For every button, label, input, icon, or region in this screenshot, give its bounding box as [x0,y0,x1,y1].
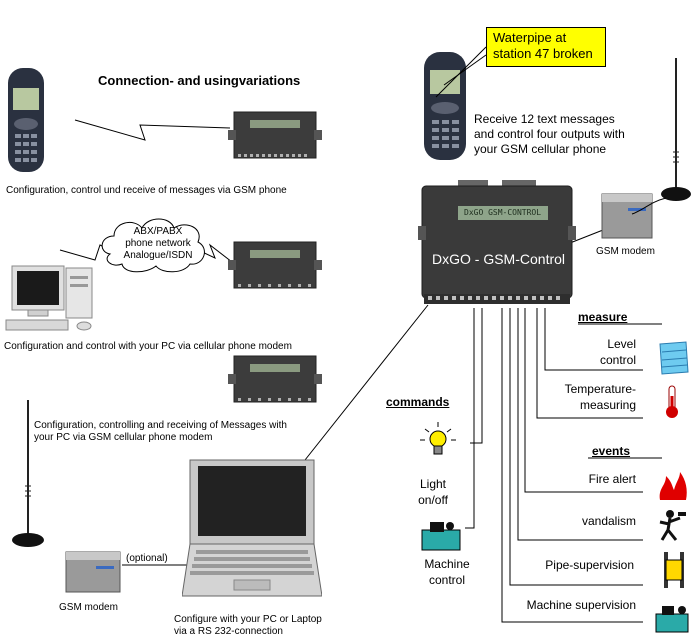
caption-pc-gsm-2: your PC via GSM cellular phone modem [34,432,213,443]
receive-text-2: and control four outputs with [474,127,625,141]
level-control-line-2: control [599,353,636,367]
laptop-icon [182,459,322,597]
machine-control-line-2: control [428,573,466,587]
antenna-icon-right [661,58,691,201]
receive-text-1: Receive 12 text messages [474,112,615,126]
caption-pc-modem: Configuration and control with your PC v… [4,341,292,352]
message-callout: Waterpipe at station 47 broken [486,27,606,67]
section-measure: measure [578,310,628,324]
callout-pointer [435,46,487,98]
machine-supervision-label: Machine supervision [526,598,636,612]
level-control-label: Level control [560,336,636,368]
temperature-label: Temperature- measuring [540,381,636,413]
receive-text-3: your GSM cellular phone [474,142,607,156]
main-device-label: DxGO - GSM-Control [432,251,566,267]
thermometer-icon [666,385,678,418]
light-line-2: on/off [418,493,448,507]
fire-alert-label: Fire alert [588,472,636,486]
optional-label: (optional) [126,553,168,564]
light-bulb-icon [420,422,456,455]
small-control-device-2 [228,241,322,289]
main-device-lcd: DxGO GSM-CONTROL [464,208,542,217]
section-events: events [592,444,631,458]
antenna-cable [631,197,667,215]
phone-network-cloud [101,218,205,273]
fire-icon [659,472,687,500]
desktop-pc-icon [5,265,93,331]
vandalism-icon [659,510,686,541]
gsm-modem-icon [65,551,121,593]
level-control-line-1: Level [607,337,636,351]
caption-pc-gsm-1: Configuration, controlling and receiving… [34,420,287,431]
gsm-modem-label: GSM modem [596,246,655,257]
pipe-supervision-label: Pipe-supervision [545,558,634,572]
small-control-device [228,111,322,159]
light-line-1: Light [419,477,447,491]
gsm-modem-icon-right [601,193,653,239]
machine-icon [421,522,461,551]
mobile-phone-icon [8,68,44,172]
cloud-label-2: phone network [125,238,191,249]
callout-line-1: Waterpipe at [493,30,567,45]
caption-gsm-phone: Configuration, control und receive of me… [6,185,287,196]
gsm-modem-label-bottom: GSM modem [59,602,118,613]
temperature-line-2: measuring [579,398,636,412]
pipe-icon [664,552,684,588]
caption-laptop-2: via a RS 232-connection [174,626,283,637]
vandalism-label: vandalism [581,514,636,528]
page-title: Connection- and usingvariations [98,73,301,88]
water-level-icon [659,341,689,375]
machine-control-line-1: Machine [424,557,470,571]
light-label: Light on/off [408,476,458,508]
temperature-line-1: Temperature- [564,382,636,396]
mobile-phone-icon-2 [424,52,466,160]
antenna-icon [12,400,44,547]
cloud-label-1: ABX/PABX [133,226,183,237]
caption-laptop-1: Configure with your PC or Laptop [174,614,322,625]
main-control-device [418,180,576,304]
machine-supervision-icon [655,606,689,633]
callout-line-2: station 47 broken [493,46,593,61]
cloud-label-3: Analogue/ISDN [123,250,193,261]
small-control-device-3 [228,355,322,403]
machine-control-label: Machine control [412,556,482,588]
section-commands: commands [386,395,450,409]
